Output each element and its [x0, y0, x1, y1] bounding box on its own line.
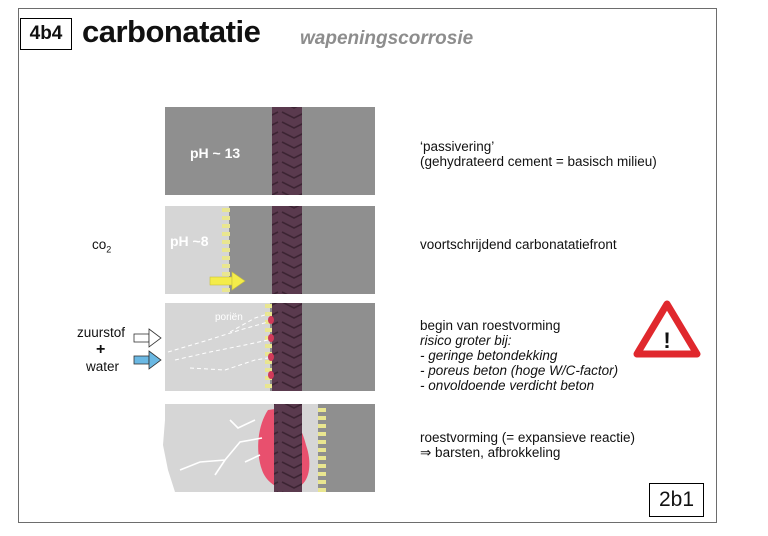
description-line: ⇒ barsten, afbrokkeling [420, 445, 561, 460]
uncarbonated-zone [318, 404, 375, 492]
description-line: - onvoldoende verdicht beton [420, 378, 595, 393]
carbonation-front [318, 404, 326, 492]
description-expansive-rust: roestvorming (= expansieve reactie) ⇒ ba… [420, 430, 635, 460]
description-line: - poreus beton (hoge W/C-factor) [420, 363, 619, 378]
arrow-water-icon [133, 350, 162, 370]
crack-lines [179, 419, 263, 476]
description-line: roestvorming (= expansieve reactie) [420, 430, 635, 445]
carbonation-front [222, 206, 230, 294]
rebar [272, 303, 302, 391]
description-passivation: ‘passivering’ (gehydrateerd cement = bas… [420, 139, 657, 169]
arrow-oxygen-icon [133, 328, 162, 348]
slide-title: carbonatatie [82, 14, 261, 49]
carbonated-zone [165, 303, 270, 391]
warning-triangle-icon: ! [633, 300, 701, 358]
arrow-right-icon [209, 271, 246, 291]
slide-code-badge: 4b4 [20, 18, 72, 50]
description-line: voortschrijdend carbonatatiefront [420, 237, 617, 252]
description-line: risico groter bij: [420, 333, 512, 348]
pore-lines [167, 313, 269, 371]
ph-label: pH ~ 13 [190, 145, 240, 161]
panel-carbonation-front: pH ~8 [165, 206, 375, 294]
slide-reference-badge: 2b1 [649, 483, 704, 517]
description-carbonation-front: voortschrijdend carbonatatiefront [420, 237, 617, 252]
description-line: - geringe betondekking [420, 348, 558, 363]
panel-rust-start: poriën [133, 303, 375, 391]
panel-expansive-rust [163, 404, 375, 492]
ph-label: pH ~8 [170, 233, 209, 249]
plus-label: + [96, 341, 106, 358]
concrete-block [165, 107, 375, 195]
description-line: begin van roestvorming [420, 318, 561, 333]
carbonation-front [265, 303, 272, 391]
rebar [272, 107, 302, 195]
co2-label: co2 [92, 237, 112, 255]
rebar [272, 206, 302, 294]
svg-text:!: ! [663, 328, 670, 353]
panel-passivation: pH ~ 13 [165, 107, 375, 195]
pore-label: poriën [215, 312, 243, 323]
rebar [274, 404, 302, 492]
oxygen-label: zuurstof [77, 325, 126, 340]
description-line: (gehydrateerd cement = basisch milieu) [420, 154, 657, 169]
rust-spots [268, 316, 274, 379]
slide-subtitle: wapeningscorrosie [300, 28, 474, 49]
water-label: water [86, 359, 120, 374]
description-line: ‘passivering’ [420, 139, 495, 154]
description-rust-start: begin van roestvorming risico groter bij… [420, 318, 618, 393]
